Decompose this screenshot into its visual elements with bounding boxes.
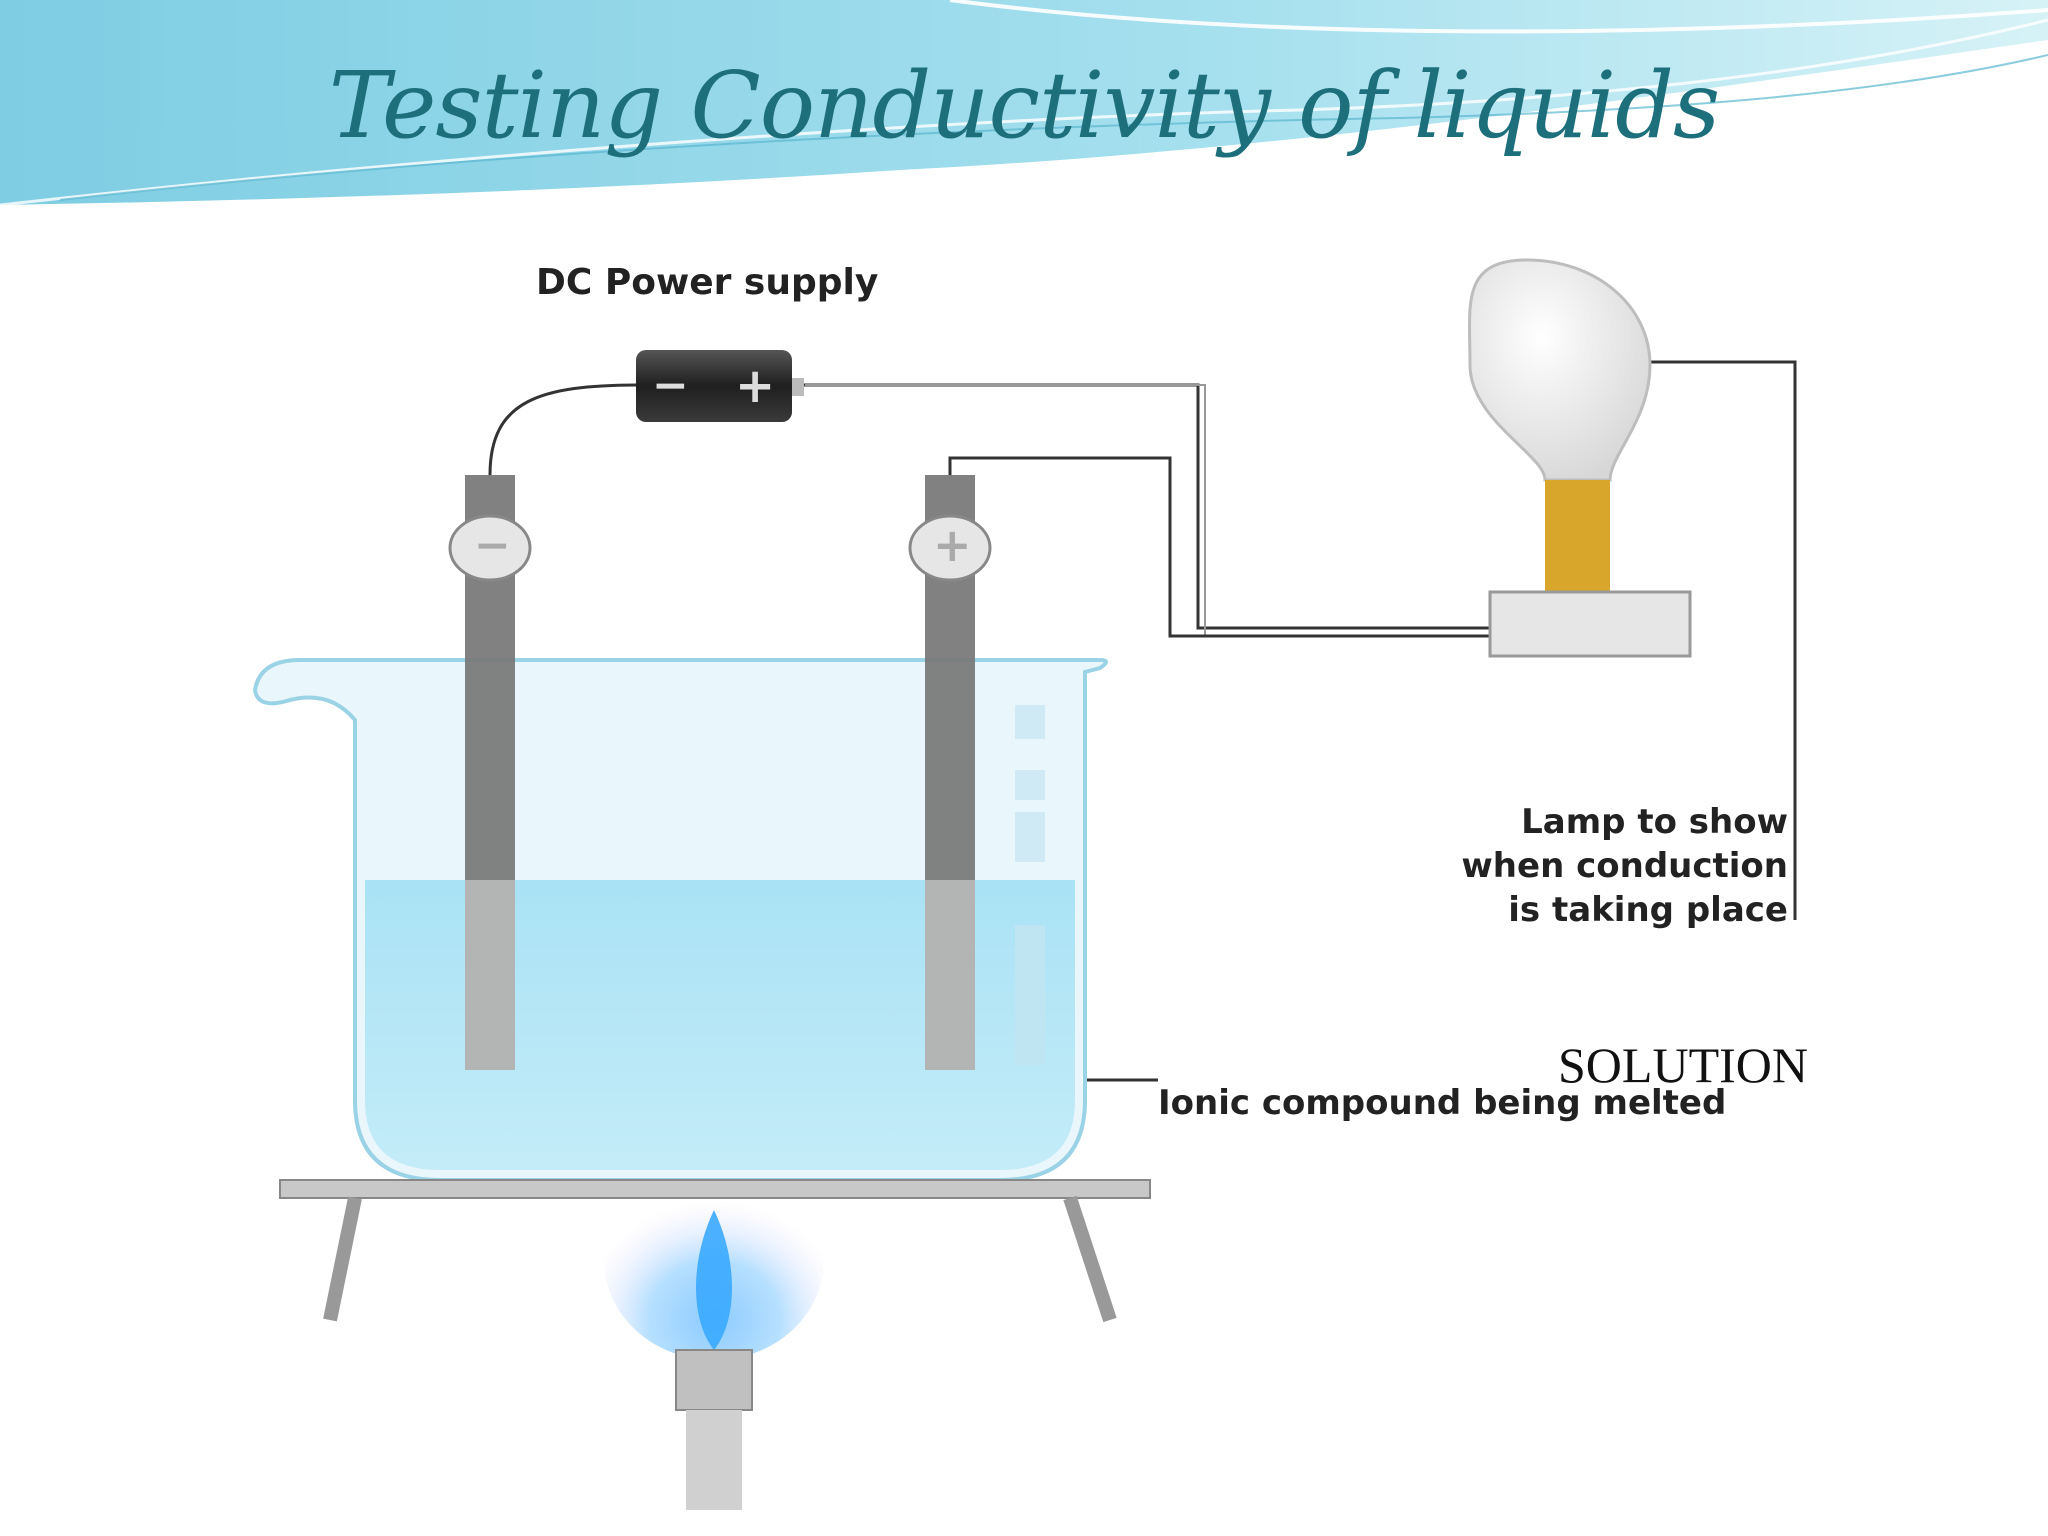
- electrode-positive-sign: +: [933, 518, 972, 572]
- battery-icon: [636, 350, 804, 422]
- bunsen-burner-icon: [604, 1160, 824, 1510]
- battery-minus-sign: −: [652, 360, 689, 411]
- header-wave-decoration: [0, 0, 2048, 207]
- lamp-label-line: Lamp to show: [1521, 802, 1788, 842]
- lamp-description-label: Lamp to show when conduction is taking p…: [1390, 800, 1788, 932]
- electrode-negative: [448, 475, 532, 1070]
- electrode-negative-sign: −: [474, 520, 511, 571]
- beaker-contents-label: Ionic compound being melted: [1158, 1083, 1727, 1123]
- electrode-positive: [908, 475, 992, 1070]
- dc-power-supply-label: DC Power supply: [536, 262, 879, 303]
- beaker-icon: [252, 658, 1108, 1182]
- lamp-label-line: is taking place: [1508, 890, 1788, 930]
- battery-plus-sign: +: [735, 358, 776, 414]
- lamp-label-line: when conduction: [1461, 846, 1788, 886]
- solution-overlay-label: SOLUTION: [1558, 1037, 1808, 1093]
- lamp-bulb-icon: [1467, 258, 1692, 658]
- slide-title: Testing Conductivity of liquids: [328, 52, 1721, 159]
